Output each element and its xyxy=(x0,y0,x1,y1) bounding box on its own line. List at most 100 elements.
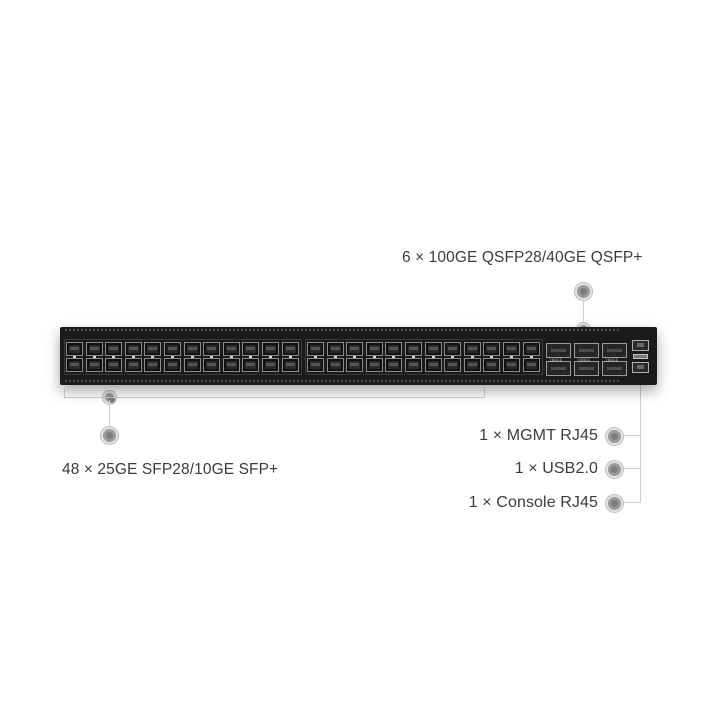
sfp-port[interactable] xyxy=(66,342,83,356)
sfp-port[interactable] xyxy=(483,358,501,372)
port-led xyxy=(412,356,415,358)
sfp-port[interactable] xyxy=(405,342,422,356)
port-led xyxy=(229,356,233,358)
sfp-port[interactable] xyxy=(124,342,142,356)
port-led xyxy=(112,356,116,358)
sfp-port[interactable] xyxy=(85,358,103,372)
sfp-port[interactable] xyxy=(307,358,324,372)
port-led xyxy=(372,356,376,358)
sfp-ports-label: 48 × 25GE SFP28/10GE SFP+ xyxy=(62,461,279,478)
port-led xyxy=(314,356,317,358)
usb-port-label: 1 × USB2.0 xyxy=(514,460,598,477)
sfp-port[interactable] xyxy=(105,342,123,356)
sfp-port[interactable] xyxy=(222,358,240,372)
sfp-port[interactable] xyxy=(463,342,481,356)
sfp-port[interactable] xyxy=(522,342,540,356)
top-vent xyxy=(64,328,621,333)
sfp-port[interactable] xyxy=(307,342,324,356)
sfp-port[interactable] xyxy=(66,358,83,372)
mgmt-leader-line xyxy=(624,435,640,436)
sfp-port[interactable] xyxy=(222,342,240,356)
sfp-port[interactable] xyxy=(242,342,260,356)
port-led xyxy=(529,356,533,358)
sfp-port[interactable] xyxy=(522,358,540,372)
usb-callout-dot xyxy=(606,461,623,478)
sfp-port[interactable] xyxy=(144,358,162,372)
qsfp-port[interactable] xyxy=(602,361,627,376)
qsfp-speed-label: 100GE xyxy=(549,358,563,363)
qsfp-port[interactable] xyxy=(546,361,571,376)
qsfp-ports-label: 6 × 100GE QSFP28/40GE QSFP+ xyxy=(402,249,643,266)
sfp-bracket-right xyxy=(484,389,485,397)
port-led xyxy=(451,356,455,358)
port-led xyxy=(470,356,474,358)
port-led xyxy=(333,356,337,358)
port-led xyxy=(392,356,396,358)
sfp-bracket-line xyxy=(64,397,484,398)
sfp-port[interactable] xyxy=(183,342,201,356)
sfp-port[interactable] xyxy=(242,358,260,372)
qsfp-port[interactable] xyxy=(602,343,627,358)
console-leader-line xyxy=(624,502,640,503)
qsfp-callout-dot xyxy=(575,283,592,300)
sfp-port[interactable] xyxy=(424,342,442,356)
qsfp-port[interactable] xyxy=(574,343,599,358)
sfp-port[interactable] xyxy=(105,358,123,372)
sfp-port[interactable] xyxy=(346,358,364,372)
sfp-port[interactable] xyxy=(262,358,279,372)
sfp-port[interactable] xyxy=(365,358,383,372)
qsfp-port[interactable] xyxy=(574,361,599,376)
sfp-port[interactable] xyxy=(405,358,422,372)
port-led xyxy=(73,356,76,358)
sfp-port[interactable] xyxy=(444,358,462,372)
sfp-port[interactable] xyxy=(144,342,162,356)
usb-leader-line xyxy=(624,468,640,469)
sfp-port[interactable] xyxy=(281,342,299,356)
sfp-port[interactable] xyxy=(463,358,481,372)
port-led xyxy=(490,356,494,358)
port-led xyxy=(171,356,174,358)
sfp-port[interactable] xyxy=(164,358,181,372)
mgmt-callout-dot xyxy=(606,428,623,445)
sfp-port[interactable] xyxy=(85,342,103,356)
qsfp-leader-line xyxy=(583,299,584,323)
sfp-port[interactable] xyxy=(503,358,520,372)
sfp-port[interactable] xyxy=(385,358,403,372)
port-led xyxy=(92,356,96,358)
sfp-callout-dot xyxy=(101,427,118,444)
bottom-vent xyxy=(64,379,621,384)
sfp-port[interactable] xyxy=(365,342,383,356)
port-led xyxy=(431,356,435,358)
sfp-port[interactable] xyxy=(281,358,299,372)
sfp-port-block xyxy=(64,339,302,375)
mgmt-port-label: 1 × MGMT RJ45 xyxy=(479,427,598,444)
sfp-port[interactable] xyxy=(164,342,181,356)
port-led xyxy=(510,356,513,358)
port-led xyxy=(151,356,155,358)
port-led xyxy=(269,356,272,358)
sfp-leader-line xyxy=(109,400,110,428)
sfp-port[interactable] xyxy=(326,358,344,372)
sfp-port[interactable] xyxy=(385,342,403,356)
sfp-port[interactable] xyxy=(203,342,221,356)
sfp-port[interactable] xyxy=(262,342,279,356)
sfp-port[interactable] xyxy=(444,342,462,356)
qsfp-speed-label: 100GE xyxy=(577,358,591,363)
sfp-bracket-left xyxy=(64,389,65,397)
port-led xyxy=(288,356,292,358)
sfp-port[interactable] xyxy=(203,358,221,372)
qsfp-speed-label: 100GE xyxy=(605,358,619,363)
sfp-port[interactable] xyxy=(503,342,520,356)
sfp-port[interactable] xyxy=(183,358,201,372)
console-rj45-port[interactable] xyxy=(632,362,649,373)
qsfp-port[interactable] xyxy=(546,343,571,358)
usb-port[interactable] xyxy=(633,354,648,359)
mgmt-rj45-port[interactable] xyxy=(632,340,649,351)
sfp-port[interactable] xyxy=(483,342,501,356)
port-led xyxy=(131,356,135,358)
sfp-port[interactable] xyxy=(424,358,442,372)
port-led xyxy=(353,356,357,358)
sfp-port[interactable] xyxy=(326,342,344,356)
sfp-port[interactable] xyxy=(346,342,364,356)
sfp-port[interactable] xyxy=(124,358,142,372)
